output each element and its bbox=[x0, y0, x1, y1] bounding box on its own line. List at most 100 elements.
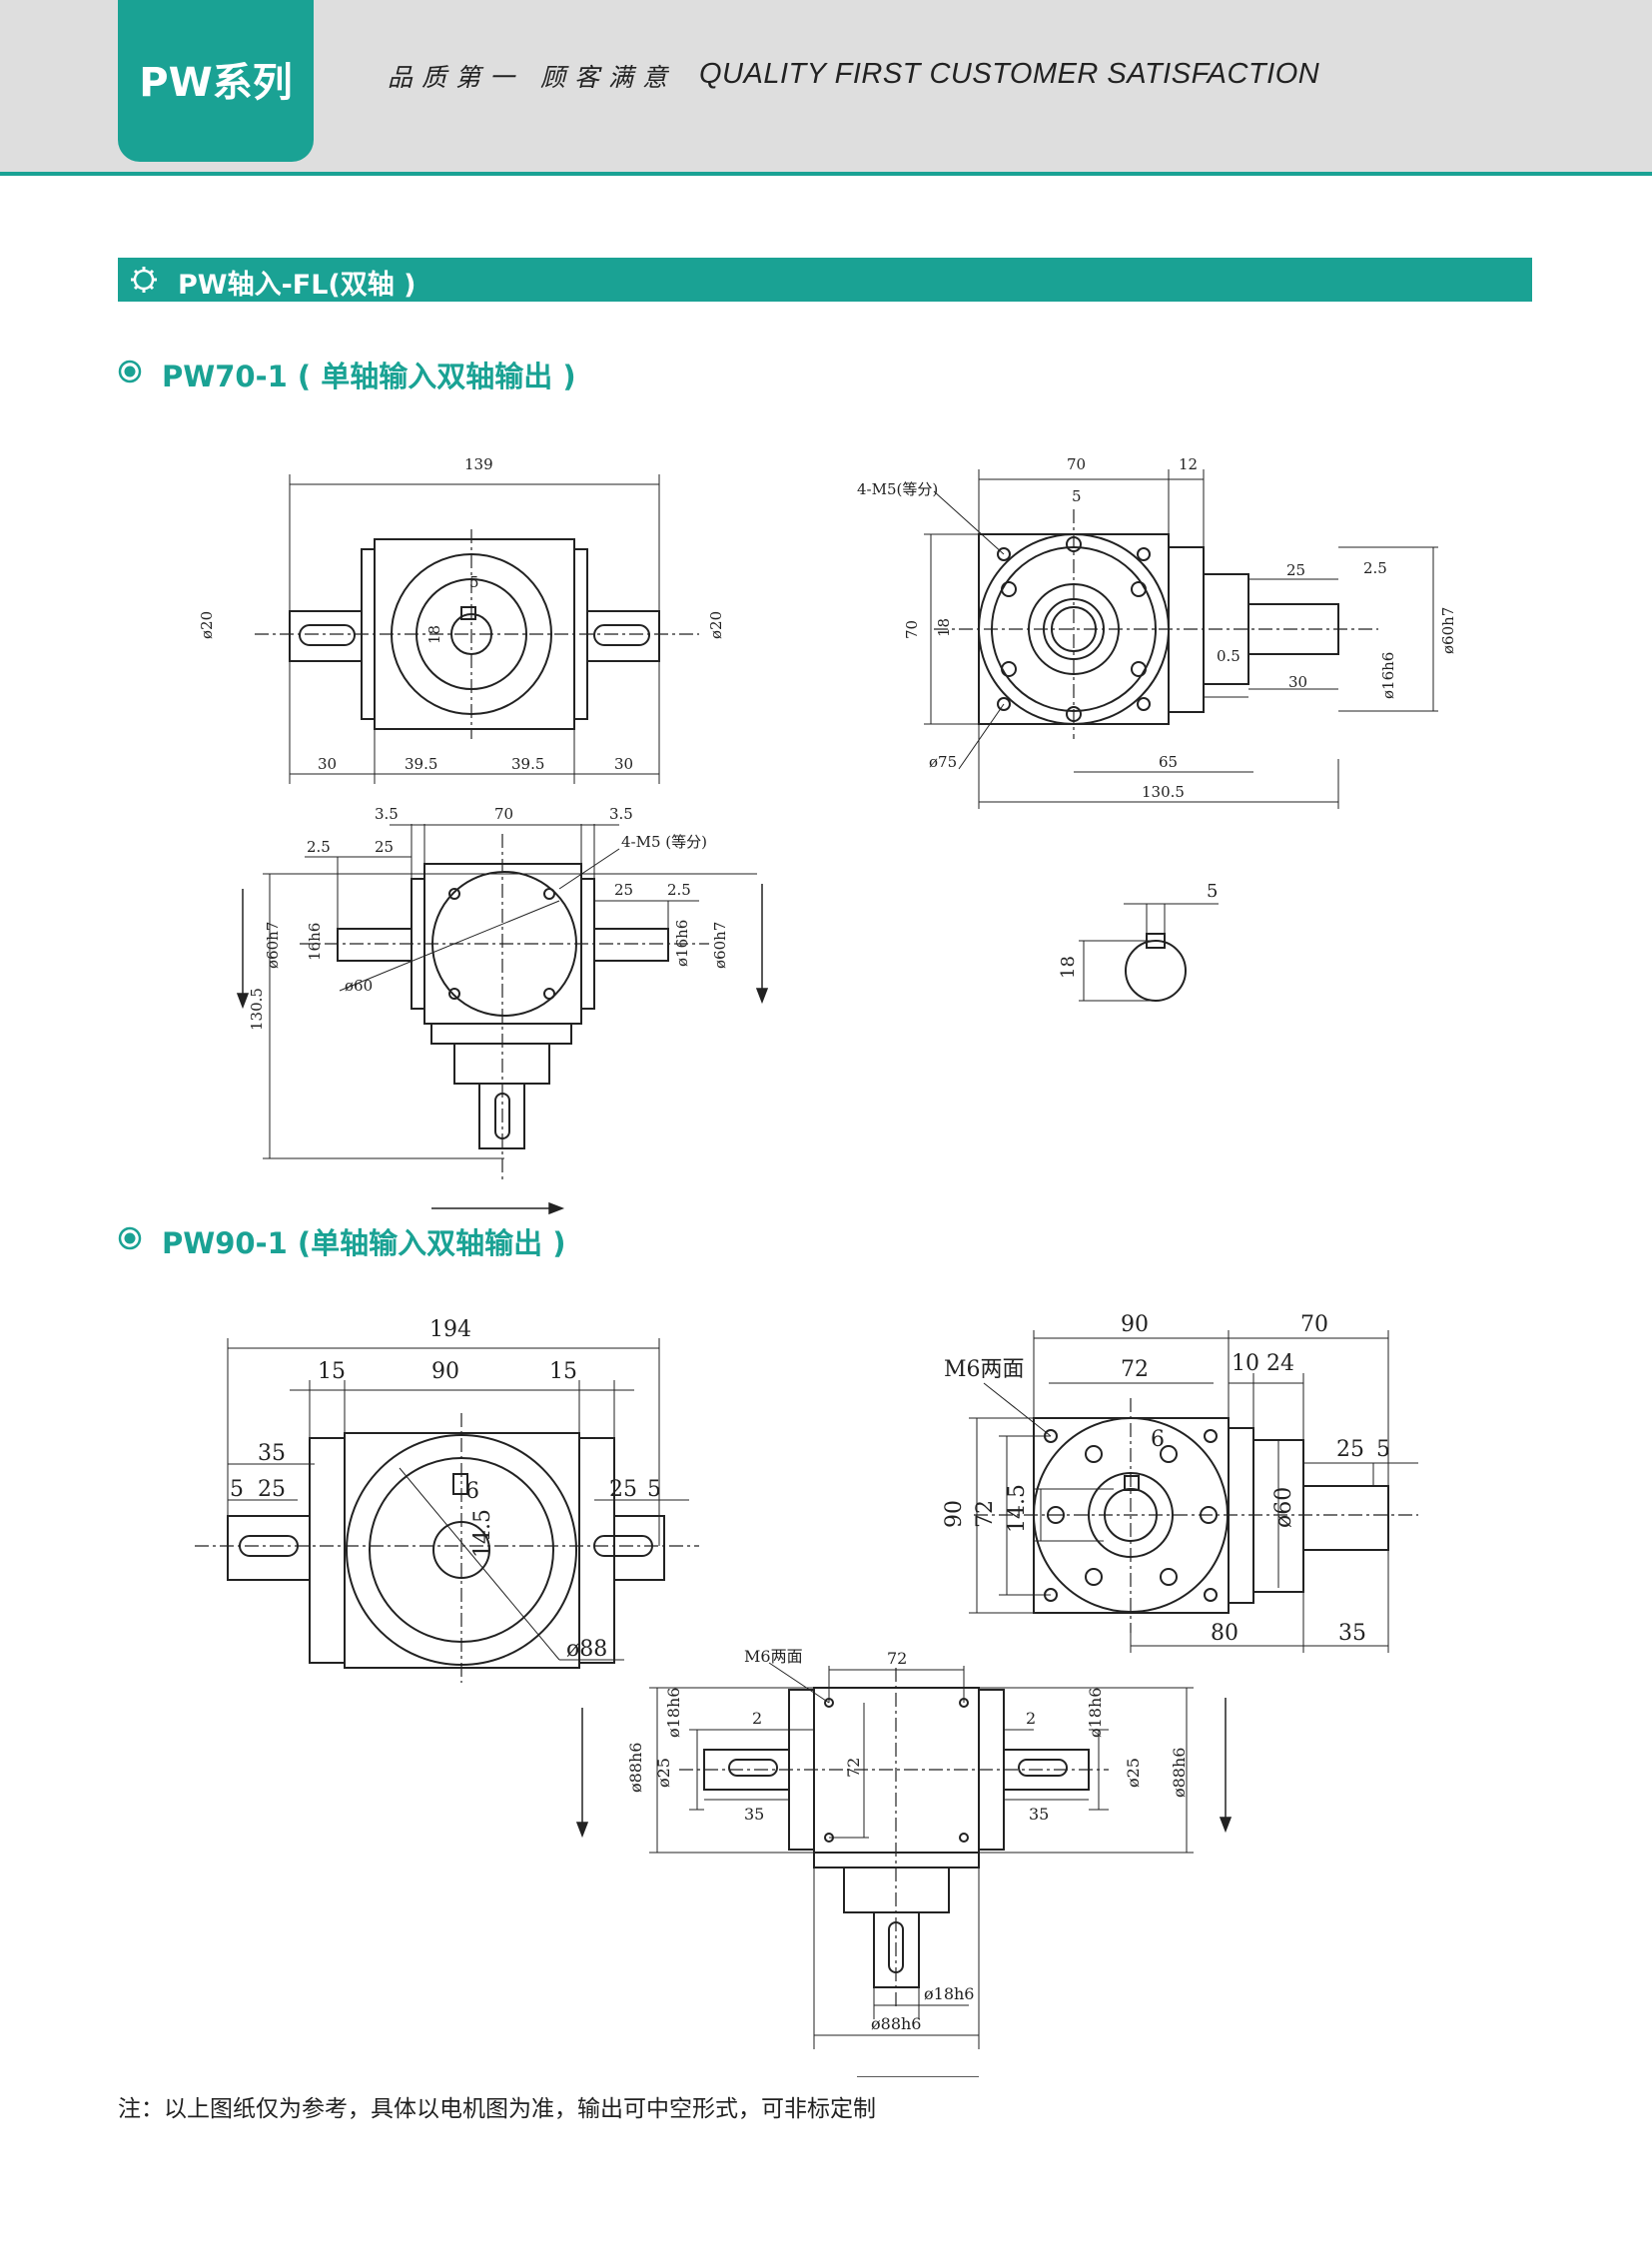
dim-label: 3.5 bbox=[609, 805, 633, 823]
dim-label: 30 bbox=[318, 755, 337, 773]
dim-label: ø20 bbox=[198, 611, 216, 639]
dim-label: 72 bbox=[973, 1500, 998, 1528]
dim-label: 4-M5 (等分) bbox=[621, 833, 707, 851]
dim-label: 35 bbox=[744, 1805, 764, 1824]
dim-label: ø60h7 bbox=[711, 922, 729, 969]
pw70-keyway-detail bbox=[1079, 903, 1219, 1002]
dim-label: 25 bbox=[609, 1477, 637, 1502]
dim-label: ø18h6 bbox=[924, 1984, 974, 2003]
dim-label: 194 bbox=[429, 1317, 471, 1342]
dim-label: 2.5 bbox=[1363, 559, 1387, 577]
dim-label: M6两面 bbox=[944, 1357, 1025, 1382]
pw70-top-view bbox=[263, 824, 757, 1183]
dim-label: 130.5 bbox=[1142, 783, 1185, 801]
pw90-side-view bbox=[969, 1330, 1418, 1653]
dim-label: 25 bbox=[1286, 561, 1305, 579]
dim-label: ø16h6 bbox=[673, 920, 691, 967]
dim-label: 35 bbox=[1029, 1805, 1049, 1824]
dim-label: ø60h7 bbox=[264, 922, 282, 969]
dim-label: 90 bbox=[942, 1500, 967, 1528]
dim-label: 70 bbox=[494, 805, 513, 823]
dim-label: ø18h6 bbox=[664, 1688, 683, 1738]
dim-label: 6 bbox=[1151, 1427, 1165, 1452]
pw90-front-view bbox=[195, 1338, 699, 1683]
slogan-chinese: 品质第一 顾客满意 bbox=[388, 63, 676, 92]
dim-label: 70 bbox=[1067, 455, 1086, 473]
dim-label: 15 bbox=[318, 1359, 346, 1384]
bullet-circle-icon bbox=[118, 360, 142, 383]
dim-label: 70 bbox=[1300, 1312, 1328, 1337]
dim-label: 2.5 bbox=[307, 838, 331, 856]
pw70-front-view bbox=[255, 474, 699, 784]
dim-label: ø88 bbox=[566, 1637, 607, 1662]
gear-icon bbox=[131, 267, 157, 293]
dim-label: 72 bbox=[1121, 1357, 1149, 1382]
dim-label: 2 bbox=[752, 1709, 762, 1728]
dim-label: 30 bbox=[1288, 673, 1307, 691]
dim-label: 25 bbox=[258, 1477, 286, 1502]
dim-label: 2.5 bbox=[667, 881, 691, 899]
dim-label: 12 bbox=[1179, 455, 1198, 473]
dim-label: 72 bbox=[844, 1758, 863, 1778]
dim-label: 18 bbox=[1058, 956, 1079, 979]
dim-label: 65 bbox=[1159, 753, 1178, 771]
dim-label: 30 bbox=[614, 755, 633, 773]
dim-label: ø16h6 bbox=[1379, 652, 1397, 699]
dim-label: 5 bbox=[1207, 881, 1218, 902]
dim-label: 130.5 bbox=[248, 988, 266, 1031]
dim-label: 16h6 bbox=[306, 923, 324, 961]
pw90-drawing: 194 15 90 15 35 5 25 25 5 6 14.5 ø88 90 … bbox=[195, 1312, 1418, 2077]
dim-label: ø25 bbox=[1124, 1758, 1143, 1788]
dim-label: 39.5 bbox=[511, 755, 544, 773]
bullet-circle-icon bbox=[118, 1226, 142, 1250]
dim-label: 25 bbox=[375, 838, 394, 856]
dim-label: 14.5 bbox=[1005, 1484, 1030, 1533]
dim-label: 0.5 bbox=[1217, 647, 1240, 665]
dim-label: ø88h6 bbox=[626, 1743, 645, 1793]
dim-label: ø75 bbox=[929, 753, 957, 771]
dim-label: ø25 bbox=[654, 1758, 673, 1788]
dim-label: 35 bbox=[1338, 1621, 1366, 1646]
series-tab: PW系列 bbox=[118, 0, 314, 162]
dim-label: ø20 bbox=[707, 611, 725, 639]
dim-label: 90 bbox=[1121, 1312, 1149, 1337]
pw70-rotation-arrows bbox=[236, 884, 769, 1215]
dim-label: ø60 bbox=[1271, 1487, 1296, 1528]
pw70-side-view bbox=[924, 469, 1438, 809]
dim-label: 139 bbox=[464, 455, 493, 473]
dim-label: 5 bbox=[1072, 487, 1082, 505]
series-tab-label: PW系列 bbox=[139, 60, 293, 106]
dim-label: 4-M5(等分) bbox=[857, 480, 938, 498]
dim-label: ø60 bbox=[345, 977, 373, 995]
dim-label: 35 bbox=[258, 1441, 286, 1466]
pw70-drawing: 139 ø20 ø20 5 18 30 39.5 39.5 30 70 12 4… bbox=[198, 455, 1457, 1215]
section-title: PW轴入-FL(双轴 ) bbox=[178, 270, 416, 301]
model-title: PW70-1 ( 单轴输入双轴输出 ) bbox=[162, 360, 576, 393]
dim-label: 70 bbox=[903, 620, 921, 639]
dim-label: 2 bbox=[1026, 1709, 1036, 1728]
dim-label: 90 bbox=[431, 1359, 459, 1384]
dim-label: 25 bbox=[1336, 1437, 1364, 1462]
model-title: PW90-1 (单轴输入双轴输出 ) bbox=[162, 1226, 566, 1260]
footnote: 注：以上图纸仅为参考，具体以电机图为准，输出可中空形式，可非标定制 bbox=[118, 2096, 876, 2122]
dim-label: 25 bbox=[614, 881, 633, 899]
dim-label: 5 bbox=[1376, 1437, 1390, 1462]
pw90-top-view bbox=[649, 1662, 1194, 2049]
dim-label: 15 bbox=[549, 1359, 577, 1384]
dim-label: 14.5 bbox=[470, 1509, 495, 1558]
dim-label: 24 bbox=[1266, 1351, 1294, 1376]
header-divider bbox=[0, 172, 1652, 176]
slogan-english: QUALITY FIRST CUSTOMER SATISFACTION bbox=[699, 58, 1320, 90]
dim-label: ø88h6 bbox=[1170, 1748, 1189, 1798]
pw90-rotation-arrows bbox=[575, 1698, 1233, 2077]
dim-label: 72 bbox=[887, 1649, 907, 1668]
dim-label: 5 bbox=[469, 573, 479, 591]
dim-label: 6 bbox=[465, 1479, 479, 1504]
dim-label: M6两面 bbox=[744, 1647, 803, 1666]
dim-label: ø88h6 bbox=[871, 2014, 921, 2033]
dim-label: ø18h6 bbox=[1086, 1688, 1105, 1738]
dim-label: 5 bbox=[647, 1477, 661, 1502]
dim-label: 5 bbox=[230, 1477, 244, 1502]
dim-label: 10 bbox=[1232, 1351, 1259, 1376]
dim-label: 18 bbox=[935, 618, 953, 637]
